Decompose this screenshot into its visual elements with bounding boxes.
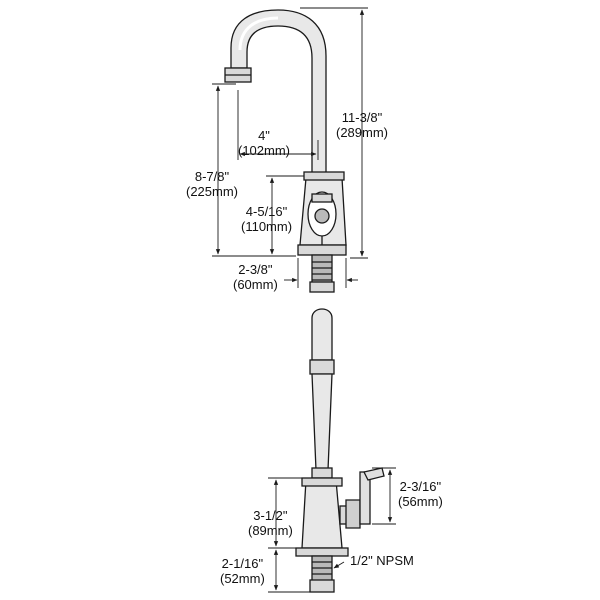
spout-reach-label: 4" (102mm): [238, 128, 290, 158]
lower-body-height-label: 3-1/2" (89mm): [248, 508, 293, 538]
thread-spec-text: 1/2" NPSM: [350, 553, 414, 568]
lower-base: [295, 547, 349, 557]
spout-height-imperial: 8-7/8": [194, 169, 230, 184]
thread-spec-label: 1/2" NPSM: [350, 553, 414, 568]
spout-reach-imperial: 4": [258, 128, 270, 143]
shank-height-label: 2-1/16" (52mm): [220, 556, 265, 586]
lower-body-height-imperial: 3-1/2": [253, 508, 288, 523]
shank-height-imperial: 2-1/16": [221, 556, 264, 571]
base-width-imperial: 2-3/8": [238, 262, 273, 277]
body-height-imperial: 4-5/16": [245, 204, 288, 219]
body-height-metric: (110mm): [241, 219, 293, 234]
lower-body: [301, 479, 343, 549]
base-plate: [297, 244, 347, 256]
overall-height-imperial: 11-3/8": [341, 110, 383, 125]
base-width-label: 2-3/8" (60mm): [233, 262, 278, 292]
handle-height-label: 2-3/16" (56mm): [398, 479, 443, 509]
body-height-label: 4-5/16" (110mm): [241, 204, 292, 234]
lower-body-height-metric: (89mm): [248, 523, 293, 538]
riser-tube: [311, 308, 333, 361]
gooseneck-spout: [230, 9, 327, 179]
dimension-lines: [212, 7, 396, 593]
spout-height-label: 8-7/8" (225mm): [186, 169, 238, 199]
spout-reach-metric: (102mm): [238, 143, 291, 158]
base-width-metric: (60mm): [233, 277, 278, 292]
handle-height-imperial: 2-3/16": [399, 479, 442, 494]
overall-height-metric: (289mm): [336, 125, 389, 140]
spout-height-metric: (225mm): [186, 184, 239, 199]
lower-faucet: [295, 308, 385, 593]
upper-faucet: [224, 9, 347, 293]
handle-height-metric: (56mm): [398, 494, 443, 509]
lower-shank: [311, 555, 333, 583]
shank-height-metric: (52mm): [220, 571, 265, 586]
overall-height-label: 11-3/8" (289mm): [336, 110, 388, 140]
